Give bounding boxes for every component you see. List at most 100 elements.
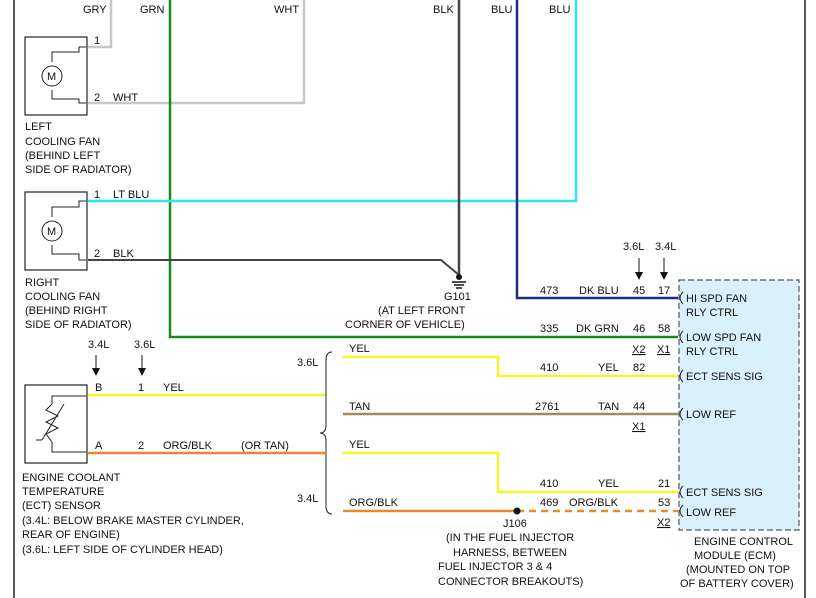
left-fan-label-2: COOLING FAN: [25, 136, 100, 148]
ecm-pin-hi-spd-1: HI SPD FAN: [686, 293, 747, 305]
sensor-label-5: REAR OF ENGINE): [22, 529, 120, 541]
right-fan-pin2: 2: [94, 248, 100, 260]
left-fan-label-4: SIDE OF RADIATOR): [25, 164, 132, 176]
sensor-wire-b-label: YEL: [163, 382, 184, 394]
label-blu-2: BLU: [549, 4, 570, 16]
right-fan-label-3: (BEHIND RIGHT: [25, 305, 108, 317]
ecm-pin-low-spd-2: RLY CTRL: [686, 346, 738, 358]
right-fan-label-1: RIGHT: [25, 277, 60, 289]
right-fan-wire2-label: BLK: [113, 248, 134, 260]
branch-brace: [319, 351, 333, 515]
wire-grn: [168, 0, 678, 339]
pin-46: 46: [633, 323, 645, 335]
wire-yel-36: [343, 355, 678, 378]
branch-tan: TAN: [349, 401, 370, 413]
label-grn: GRN: [140, 4, 165, 16]
sensor-label-3: (ECT) SENSOR: [22, 500, 101, 512]
branch-tag-36: 3.6L: [297, 357, 318, 369]
ecm-tag-36: 3.6L: [623, 241, 644, 253]
circuit-469: 469: [540, 497, 558, 509]
sensor-pin-a-36: 2: [138, 440, 144, 452]
circuit-410-a: 410: [540, 362, 558, 374]
left-fan-label-1: LEFT: [25, 121, 52, 133]
sensor-pin-b: B: [95, 382, 102, 394]
branch-tag-34: 3.4L: [297, 493, 318, 505]
color-org-blk: ORG/BLK: [569, 497, 619, 509]
left-fan-pin2: 2: [94, 92, 100, 104]
conn-x1-mid: X1: [632, 421, 645, 433]
label-blu-1: BLU: [491, 4, 512, 16]
ecm-pin-low-ref-a: LOW REF: [686, 409, 736, 421]
ecm-pin-low-spd-1: LOW SPD FAN: [686, 332, 761, 344]
sensor-label-4: (3.4L: BELOW BRAKE MASTER CYLINDER,: [22, 515, 244, 527]
circuit-335: 335: [540, 323, 558, 335]
circuit-473: 473: [540, 285, 558, 297]
ecm-box: [678, 279, 800, 531]
left-fan-wire2-label: WHT: [113, 92, 138, 104]
conn-x2-top: X2: [632, 344, 645, 356]
sensor-label-1: ENGINE COOLANT: [22, 472, 121, 484]
label-blk: BLK: [433, 4, 454, 16]
sensor-label-2: TEMPERATURE: [22, 486, 104, 498]
ecm-pin-hi-spd-2: RLY CTRL: [686, 307, 738, 319]
left-fan-label-3: (BEHIND LEFT: [25, 150, 100, 162]
label-gry: GRY: [83, 4, 107, 16]
sensor-tag-34: 3.4L: [88, 339, 109, 351]
wire-yel-34: [343, 451, 678, 494]
ecm-tag-34: 3.4L: [655, 241, 676, 253]
pin-45: 45: [633, 285, 645, 297]
right-fan-label-4: SIDE OF RADIATOR): [25, 319, 132, 331]
pin-53: 53: [658, 497, 670, 509]
arrow-down-icon: [92, 355, 146, 376]
conn-x1-top: X1: [657, 344, 670, 356]
wire-wht: [88, 0, 306, 105]
left-cooling-fan: M: [24, 36, 88, 116]
wire-dk-blu: [515, 0, 678, 300]
color-dk-grn: DK GRN: [576, 323, 619, 335]
ecm-pin-ect-sig-a: ECT SENS SIG: [686, 371, 763, 383]
branch-org: ORG/BLK: [349, 497, 399, 509]
pin-58: 58: [658, 323, 670, 335]
wire-blk-right-fan: [88, 259, 460, 276]
circuit-2761: 2761: [535, 401, 559, 413]
ecm-label-3: (MOUNTED ON TOP: [686, 564, 790, 576]
ecm-label-2: MODULE (ECM): [694, 550, 776, 562]
splice-label-4: CONNECTOR BREAKOUTS): [438, 576, 583, 588]
sensor-wire-a-label: ORG/BLK: [163, 440, 213, 452]
pin-44: 44: [633, 401, 645, 413]
left-fan-pin1: 1: [94, 35, 100, 47]
sensor-tag-36: 3.6L: [134, 339, 155, 351]
splice-label-2: HARNESS, BETWEEN: [453, 547, 567, 559]
ground-id: G101: [444, 291, 471, 303]
pin-82: 82: [633, 362, 645, 374]
right-fan-motor-icon: M: [47, 226, 56, 238]
wire-gry: [88, 0, 113, 49]
sensor-label-6: (3.6L: LEFT SIDE OF CYLINDER HEAD): [22, 544, 223, 556]
ect-sensor: [24, 384, 88, 464]
pin-17: 17: [658, 285, 670, 297]
branch-yel-a: YEL: [349, 343, 370, 355]
left-fan-motor-icon: M: [47, 71, 56, 83]
ecm-label-4: OF BATTERY COVER): [680, 578, 794, 590]
color-dk-blu: DK BLU: [579, 285, 619, 297]
right-cooling-fan: M: [24, 191, 88, 271]
color-yel-a: YEL: [598, 362, 619, 374]
splice-label-3: FUEL INJECTOR 3 & 4: [438, 561, 552, 573]
ground-label-1: (AT LEFT FRONT: [378, 305, 466, 317]
right-fan-pin1: 1: [94, 189, 100, 201]
sensor-pin-b-36: 1: [138, 382, 144, 394]
ecm-pin-low-ref-b: LOW REF: [686, 507, 736, 519]
ecm-pin-ect-sig-b: ECT SENS SIG: [686, 487, 763, 499]
ground-label-2: CORNER OF VEHICLE): [345, 319, 465, 331]
splice-id: J106: [503, 518, 527, 530]
ecm-pin-markers: [679, 291, 684, 518]
color-yel-b: YEL: [598, 478, 619, 490]
wire-lt-blu: [88, 0, 578, 203]
sensor-pin-a: A: [95, 440, 103, 452]
pin-21: 21: [658, 478, 670, 490]
branch-yel-b: YEL: [349, 439, 370, 451]
conn-x2-bottom: X2: [657, 517, 670, 529]
arrow-down-icon: [635, 258, 668, 280]
splice-dot-icon: [513, 507, 521, 515]
